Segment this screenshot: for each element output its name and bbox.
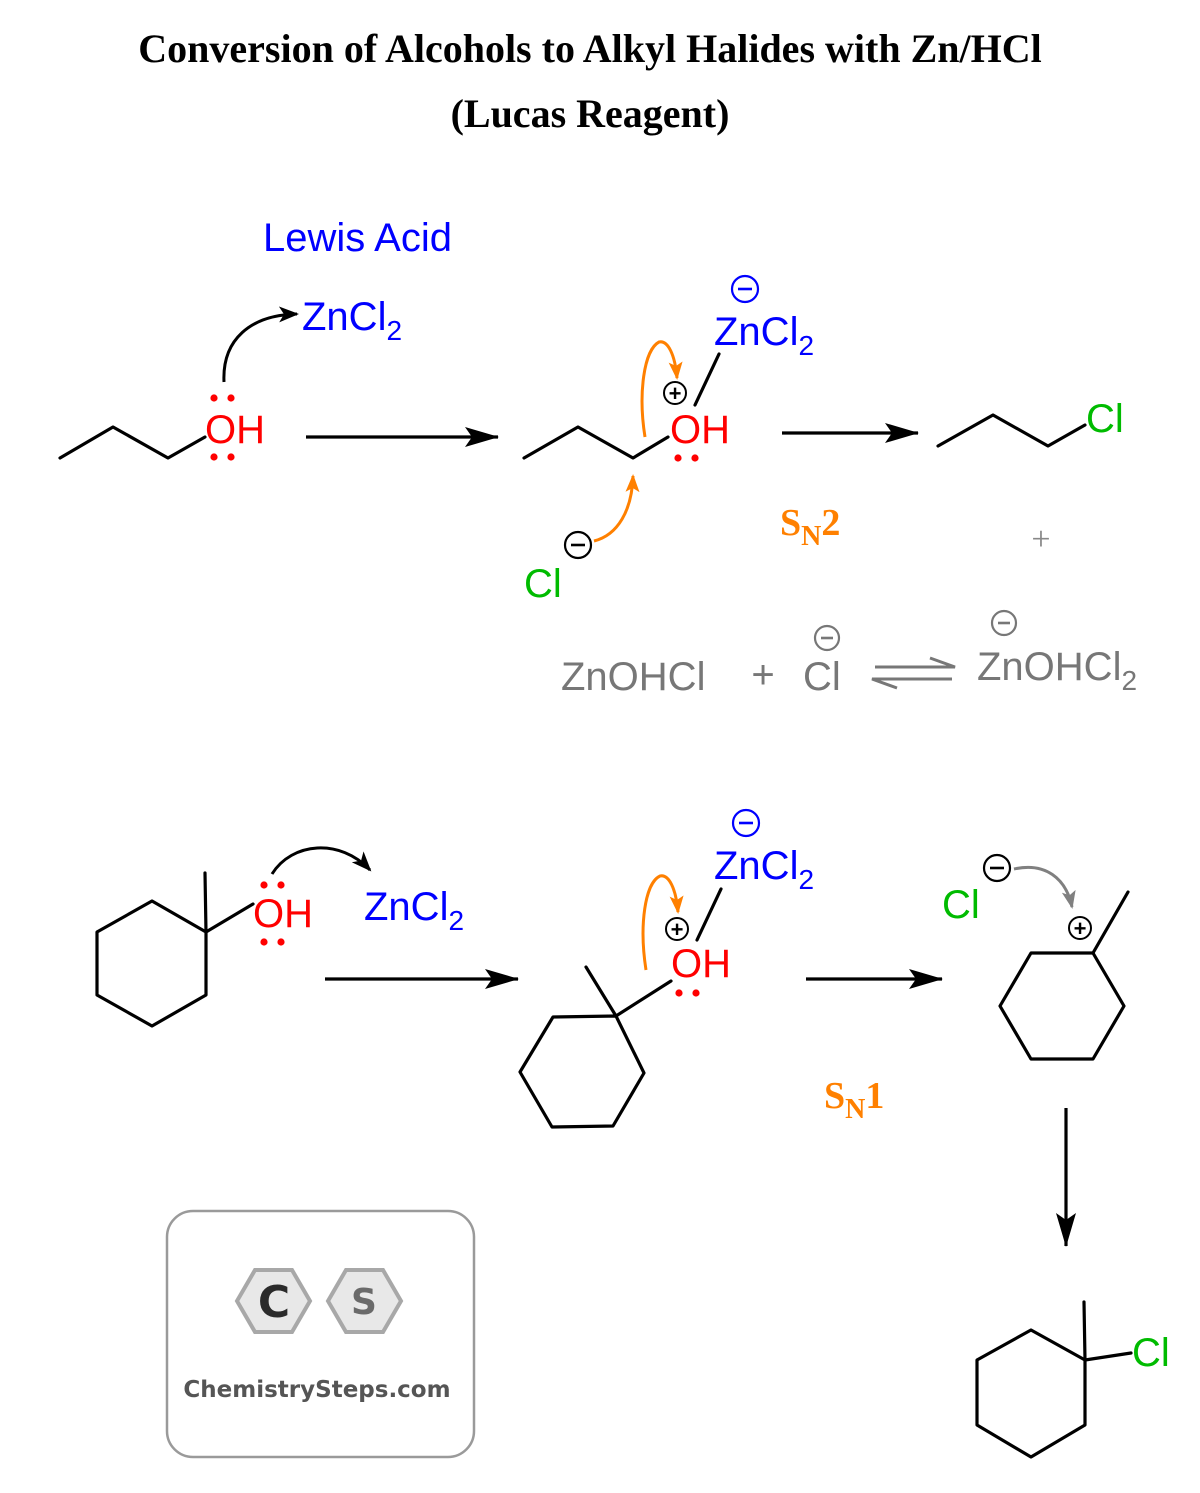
zncl2-lewis-acid-2: ZnCl2: [364, 885, 464, 936]
chloride-nucleophile: Cl: [524, 562, 562, 606]
oxonium-cyclohexyl-substituents: [584, 965, 673, 1018]
title-line-1: Conversion of Alcohols to Alkyl Halides …: [138, 26, 1041, 71]
logo-letter-c: C: [258, 1277, 290, 1328]
plus-sign-byproduct: +: [1031, 521, 1050, 558]
positive-charge-label: +: [671, 917, 684, 942]
sn2-label: SN2: [780, 502, 840, 552]
carbocation-methyl-bond: [1091, 890, 1130, 955]
negative-charge-znohcl2: [990, 609, 1018, 637]
cyclohexane-ring-4: [975, 1328, 1087, 1459]
zncl2-anion-1: ZnCl2: [714, 310, 814, 361]
zncl2-lewis-acid: ZnCl2: [302, 295, 402, 346]
negative-charge-side-cl: [813, 624, 841, 652]
lone-pair-dots: [260, 881, 285, 946]
gray-arrow-cl-attack: [1013, 865, 1076, 909]
orange-arrow-cl-attack: [593, 474, 640, 543]
lone-pair-dots: [674, 454, 699, 462]
title-line-2: (Lucas Reagent): [451, 91, 730, 136]
negative-charge-zn-2: [731, 808, 761, 838]
lewis-acid-label: Lewis Acid: [263, 216, 452, 260]
zncl2-anion-2: ZnCl2: [714, 844, 814, 895]
lone-pair-dots: [675, 989, 700, 997]
orange-arrow-bond-to-oxygen-1: [640, 340, 683, 438]
oxonium-oh-2: OH: [671, 942, 731, 986]
sn1-label: SN1: [824, 1075, 884, 1125]
curved-arrow-to-zncl2-2: [270, 846, 372, 875]
product-cl: Cl: [1132, 1331, 1170, 1375]
logo-hexagon-s: [325, 1268, 404, 1334]
chloropropane-bonds: [936, 413, 1087, 448]
methylcyclohexanol-substituents: [203, 871, 255, 934]
logo-site-name: ChemistrySteps.com: [183, 1377, 450, 1403]
chemistrysteps-logo: C S ChemistrySteps.com: [165, 1209, 476, 1459]
carbocation-positive-charge: +: [1068, 916, 1092, 941]
logo-frame: [165, 1209, 476, 1459]
side-chloride: Cl: [803, 655, 841, 699]
znohcl2-anion: ZnOHCl2: [977, 645, 1137, 696]
equilibrium-arrows: [871, 656, 956, 690]
chloromethylcyclohexane-substituents: [1082, 1300, 1133, 1362]
cyclohexane-ring-1: [95, 899, 208, 1028]
chloride-nucleophile-2: Cl: [942, 883, 980, 927]
propanol-oh: OH: [205, 408, 265, 452]
negative-charge-cl-1: [563, 530, 593, 560]
logo-hexagon-c: [234, 1268, 313, 1334]
propanol-bonds: [58, 425, 207, 460]
side-plus-sign: +: [751, 653, 774, 697]
cyclohexane-ring-3: [998, 951, 1126, 1061]
chloropropane-cl: Cl: [1086, 397, 1124, 441]
orange-arrow-bond-to-oxygen-2: [641, 874, 684, 971]
positive-charge-label: +: [669, 381, 682, 406]
oxonium-oh-1: OH: [670, 408, 730, 452]
o-zn-bond-1: [693, 352, 721, 407]
positive-charge-2: +: [665, 917, 689, 942]
cyclohexane-ring-2: [518, 1014, 646, 1129]
positive-charge-1: +: [663, 381, 687, 406]
negative-charge-cl-2: [982, 853, 1012, 883]
curved-arrow-to-zncl2: [222, 306, 299, 383]
logo-letter-s: S: [351, 1282, 377, 1323]
o-zn-bond-2: [695, 887, 723, 942]
cyclohexanol-oh: OH: [253, 892, 313, 936]
znohcl: ZnOHCl: [561, 655, 705, 699]
lone-pair-dots: [210, 394, 235, 461]
positive-charge-label: +: [1074, 916, 1087, 941]
negative-charge-zn-1: [730, 274, 760, 304]
propyl-oxonium-bonds: [522, 425, 670, 460]
